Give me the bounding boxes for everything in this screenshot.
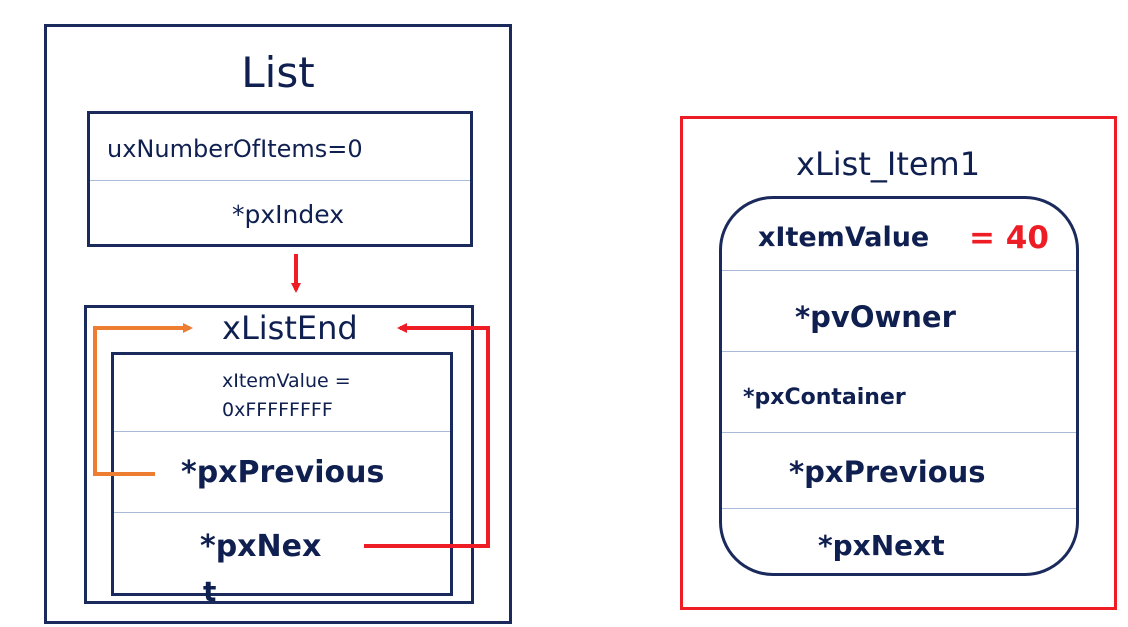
list-header-divider [90, 180, 470, 181]
list-item-divider-2 [722, 351, 1076, 352]
list-item-item-value-number: = 40 [969, 220, 1049, 256]
list-item-divider-3 [722, 432, 1076, 433]
list-end-title: xListEnd [222, 309, 358, 347]
list-item-box [719, 196, 1079, 576]
px-index-field: *pxIndex [232, 200, 344, 229]
list-box [44, 24, 512, 624]
list-end-px-next-wrap: t [203, 575, 217, 608]
list-end-px-previous: *pxPrevious [181, 455, 385, 490]
number-of-items-field: uxNumberOfItems=0 [107, 135, 363, 163]
list-item-item-value-label: xItemValue [758, 222, 930, 253]
list-item-pv-owner: *pvOwner [795, 300, 956, 334]
list-title: List [241, 48, 315, 97]
list-item-title: xList_Item1 [796, 145, 981, 183]
list-end-divider-1 [114, 431, 450, 432]
list-end-item-value-line2: 0xFFFFFFFF [222, 399, 333, 421]
list-header-box [87, 111, 473, 247]
list-end-item-value-line1: xItemValue = [222, 370, 351, 392]
list-end-px-next: *pxNex [200, 529, 322, 564]
list-end-divider-2 [114, 512, 450, 513]
list-item-px-previous: *pxPrevious [789, 455, 986, 489]
list-item-frame [680, 116, 1117, 610]
list-item-divider-4 [722, 508, 1076, 509]
list-item-px-container: *pxContainer [743, 385, 906, 410]
list-item-px-next: *pxNext [818, 529, 945, 562]
list-item-divider-1 [722, 270, 1076, 271]
